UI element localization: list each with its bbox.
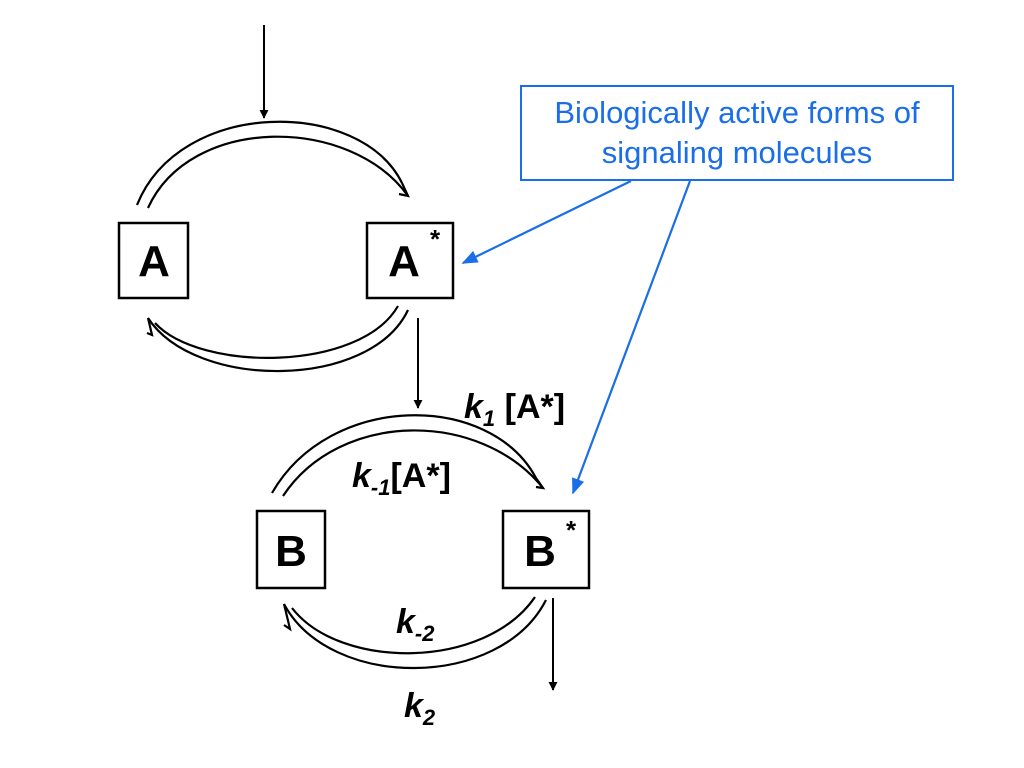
node-b-active: B *	[501, 509, 591, 590]
callout-arrow-to-b-active	[571, 180, 692, 495]
node-a: A	[117, 221, 190, 300]
bottom-activation-arrow	[271, 414, 546, 497]
rate-k-minus2: k-2	[396, 603, 435, 646]
rate-k1: k1 [A*]	[464, 388, 565, 431]
node-a-active-label: A	[388, 237, 420, 286]
rate-k2: k2	[404, 687, 436, 730]
node-b-label: B	[275, 527, 307, 576]
node-b-active-label: B	[524, 527, 556, 576]
bottom-deactivation-arrow	[282, 596, 547, 670]
top-activation-arrow	[135, 120, 410, 209]
node-a-label: A	[138, 237, 170, 286]
callout-box: Biologically active forms of signaling m…	[520, 85, 954, 181]
node-b: B	[255, 509, 327, 590]
node-b-active-star: *	[566, 515, 577, 545]
callout-arrow-to-a-active	[461, 180, 632, 264]
callout-line-1: Biologically active forms of	[554, 95, 920, 130]
node-a-active-star: *	[430, 224, 441, 254]
callout-line-2: signaling molecules	[602, 135, 873, 170]
top-deactivation-arrow	[146, 305, 409, 373]
rate-k-minus1: k-1[A*]	[352, 457, 451, 500]
node-a-active: A *	[365, 221, 455, 300]
